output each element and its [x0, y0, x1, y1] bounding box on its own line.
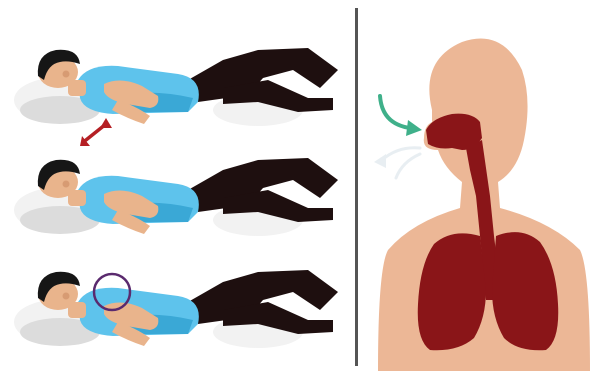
- airway-svg: [362, 0, 595, 371]
- person-lying-3: [14, 270, 338, 348]
- lying-figures-panel: [0, 0, 350, 371]
- airway-panel: [362, 0, 595, 371]
- head-tilt-arrow-icon: [80, 118, 112, 146]
- exhale-arrow-icon: [374, 148, 420, 178]
- lying-figures-svg: [0, 0, 350, 371]
- inhale-arrow-icon: [380, 96, 422, 136]
- panel-divider: [355, 8, 358, 366]
- person-lying-2: [14, 118, 338, 236]
- person-lying-1: [14, 48, 338, 126]
